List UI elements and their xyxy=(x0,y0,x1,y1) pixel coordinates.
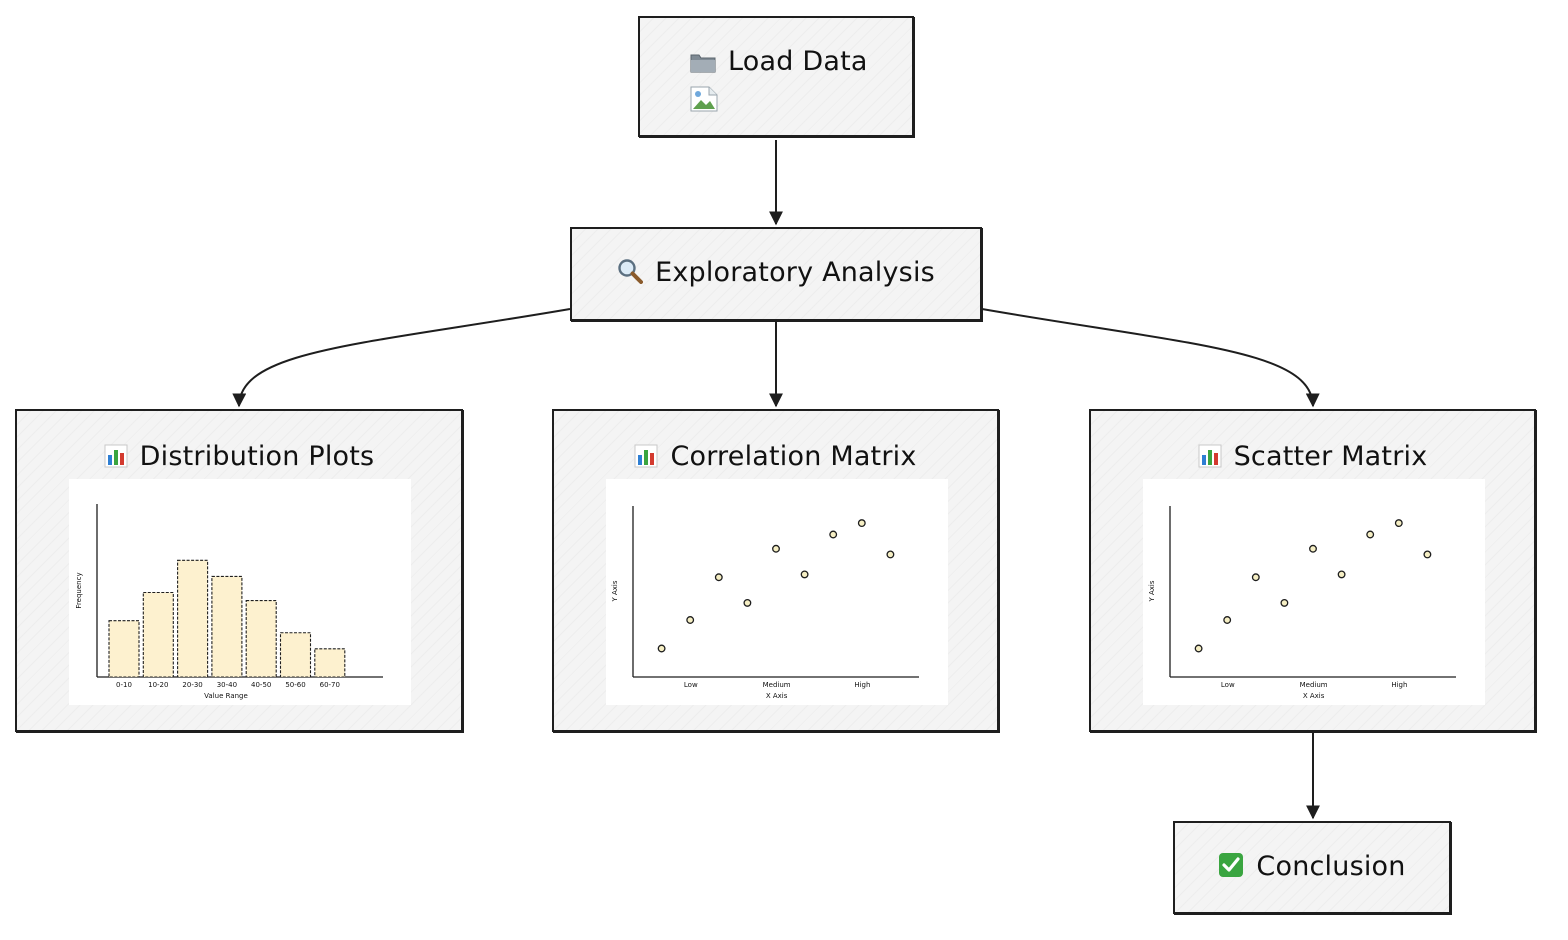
y-axis-label: Y Axis xyxy=(1148,580,1156,602)
scatter-chart-panel: Low Medium High X Axis Y Axis xyxy=(1143,479,1485,705)
x-tick-label: High xyxy=(854,681,870,689)
scatter-matrix-title: Scatter Matrix xyxy=(1091,441,1534,475)
correlation-chart: Low Medium High X Axis Y Axis xyxy=(611,506,919,700)
data-point xyxy=(1309,544,1317,553)
x-tick-label: Low xyxy=(1221,681,1235,689)
data-point xyxy=(657,644,666,653)
bar xyxy=(177,559,209,678)
x-axis-label: Value Range xyxy=(204,692,248,700)
bar xyxy=(314,648,346,678)
x-tick-label: Low xyxy=(684,681,698,689)
x-tick-label: 20-30 xyxy=(182,681,202,689)
data-point xyxy=(743,598,752,607)
distribution-plots-title: Distribution Plots xyxy=(17,441,461,475)
correlation-matrix-label: Correlation Matrix xyxy=(670,441,917,472)
data-point xyxy=(1394,519,1403,528)
scatter-chart: Low Medium High X Axis Y Axis xyxy=(1148,506,1456,700)
folder-icon xyxy=(690,49,716,80)
data-point xyxy=(1194,644,1203,653)
x-tick-label: 0-10 xyxy=(116,681,132,689)
data-point xyxy=(1423,550,1432,559)
bar-chart-icon xyxy=(104,444,128,475)
data-point xyxy=(1251,573,1260,582)
data-point xyxy=(772,544,780,553)
scatter-matrix-label: Scatter Matrix xyxy=(1233,441,1428,472)
conclusion-label: Conclusion xyxy=(1256,851,1406,882)
correlation-chart-panel: Low Medium High X Axis Y Axis xyxy=(606,479,948,705)
bar xyxy=(142,591,174,678)
data-point xyxy=(886,550,895,559)
distribution-plots-label: Distribution Plots xyxy=(139,441,375,472)
edge-eda-to-distribution xyxy=(232,308,571,408)
x-tick-label: 60-70 xyxy=(320,681,340,689)
bar xyxy=(108,620,140,678)
x-axis-label: X Axis xyxy=(766,692,788,700)
bar-chart-icon xyxy=(1198,444,1222,475)
data-point xyxy=(686,616,695,624)
data-point xyxy=(1280,598,1289,607)
conclusion-title: Conclusion xyxy=(1175,851,1449,885)
data-point xyxy=(1337,570,1346,579)
x-tick-label: 30-40 xyxy=(217,681,237,689)
exploratory-analysis-node[interactable]: Exploratory Analysis xyxy=(570,227,982,321)
correlation-matrix-node[interactable]: Correlation Matrix Low Medium High X Axis Y … xyxy=(552,409,999,732)
exploratory-analysis-label: Exploratory Analysis xyxy=(655,257,935,288)
data-point xyxy=(800,570,809,579)
bar-chart-icon xyxy=(634,444,658,475)
exploratory-analysis-title: Exploratory Analysis xyxy=(572,257,980,291)
correlation-matrix-title: Correlation Matrix xyxy=(554,441,997,475)
broken-image-icon xyxy=(690,86,718,116)
x-tick-label: 10-20 xyxy=(148,681,168,689)
distribution-chart: 0-10 10-20 20-30 30-40 40-50 50-60 60-70Value … xyxy=(75,504,383,700)
data-point xyxy=(714,573,723,582)
load-data-label: Load Data xyxy=(728,46,868,77)
x-tick-label: High xyxy=(1391,681,1407,689)
y-axis-label: Frequency xyxy=(75,572,83,608)
data-point xyxy=(857,519,866,528)
x-axis-label: X Axis xyxy=(1303,692,1325,700)
data-point xyxy=(829,530,838,539)
data-point xyxy=(1366,530,1375,539)
load-data-node[interactable]: Load Data xyxy=(638,16,914,137)
y-axis-label: Y Axis xyxy=(611,580,619,602)
x-tick-label: Medium xyxy=(763,681,791,689)
bar xyxy=(279,632,312,678)
x-tick-label: 40-50 xyxy=(251,681,271,689)
magnifier-icon xyxy=(617,258,644,291)
bar xyxy=(211,575,243,678)
x-tick-label: Medium xyxy=(1300,681,1328,689)
scatter-matrix-node[interactable]: Scatter Matrix Low Medium High X Axis Y Axis xyxy=(1089,409,1536,732)
bar xyxy=(245,600,277,678)
x-tick-label: 50-60 xyxy=(285,681,305,689)
conclusion-node[interactable]: Conclusion xyxy=(1173,821,1451,914)
data-point xyxy=(1223,616,1232,624)
edge-eda-to-scatter xyxy=(981,308,1320,408)
check-mark-icon xyxy=(1218,852,1244,885)
load-data-title: Load Data xyxy=(690,46,868,80)
distribution-plots-node[interactable]: Distribution Plots 0-10 10-20 20-30 30-40 40… xyxy=(15,409,463,732)
